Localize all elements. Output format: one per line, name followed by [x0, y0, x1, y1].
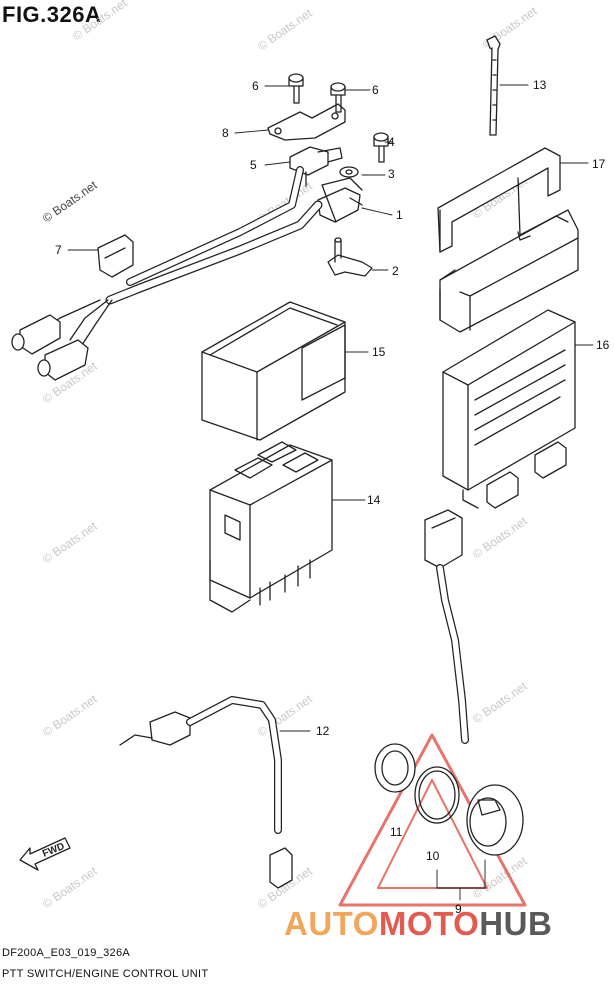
- part-8-bracket: [267, 103, 346, 141]
- part-10-harness: [424, 509, 469, 744]
- part-2-lever: [327, 237, 373, 277]
- part-7-clamp: [97, 234, 134, 278]
- part-1-sensor: [317, 177, 363, 223]
- part-13-cable-tie: [486, 35, 501, 136]
- logo-part-auto: AUTO: [284, 905, 379, 942]
- leader-lines: [67, 84, 594, 901]
- automotohub-logo: AUTOMOTOHUB: [284, 905, 552, 943]
- part-10-seal: [414, 766, 460, 824]
- callout-7: 7: [55, 243, 62, 257]
- part-17-bracket: [437, 147, 579, 333]
- callout-6b: 6: [372, 83, 379, 97]
- callout-16: 16: [596, 338, 610, 352]
- part-12-harness: [119, 696, 293, 889]
- part-3-washer: [339, 166, 359, 178]
- part-9-grommet: [466, 784, 524, 856]
- callout-3: 3: [388, 167, 395, 181]
- callout-6: 6: [252, 79, 259, 93]
- callout-15: 15: [372, 345, 386, 359]
- harness: [11, 166, 323, 381]
- part-11-grommet: [374, 743, 416, 793]
- logo-part-hub: HUB: [479, 905, 553, 942]
- callout-numbers: 1 2 3 4 5 6 6 7 8 9 10 11 12 13 14 15 16…: [55, 78, 610, 916]
- callout-8: 8: [222, 126, 229, 140]
- callout-11: 11: [390, 825, 403, 839]
- callout-17: 17: [592, 157, 606, 171]
- callout-2: 2: [392, 264, 399, 278]
- part-16-ecu: [442, 309, 576, 509]
- callout-9: 9: [455, 902, 462, 916]
- callout-13: 13: [533, 78, 547, 92]
- part-15-cover: [201, 301, 346, 441]
- callout-10: 10: [426, 849, 440, 863]
- diagram-code: DF200A_E03_019_326A: [2, 947, 131, 959]
- callout-12: 12: [316, 724, 330, 738]
- fwd-arrow-icon: [19, 837, 71, 871]
- callout-1: 1: [396, 208, 403, 222]
- part-6-screw: [288, 73, 346, 113]
- logo-part-moto: MOTO: [378, 905, 480, 942]
- callout-14: 14: [367, 493, 381, 507]
- callout-5: 5: [250, 158, 257, 172]
- figure-title: FIG.326A: [2, 2, 102, 27]
- diagram-caption: PTT SWITCH/ENGINE CONTROL UNIT: [2, 968, 209, 980]
- part-14-controller: [209, 441, 333, 613]
- callout-4: 4: [388, 135, 395, 149]
- part-4-screw: [373, 132, 389, 163]
- fwd-label: FWD: [41, 841, 66, 860]
